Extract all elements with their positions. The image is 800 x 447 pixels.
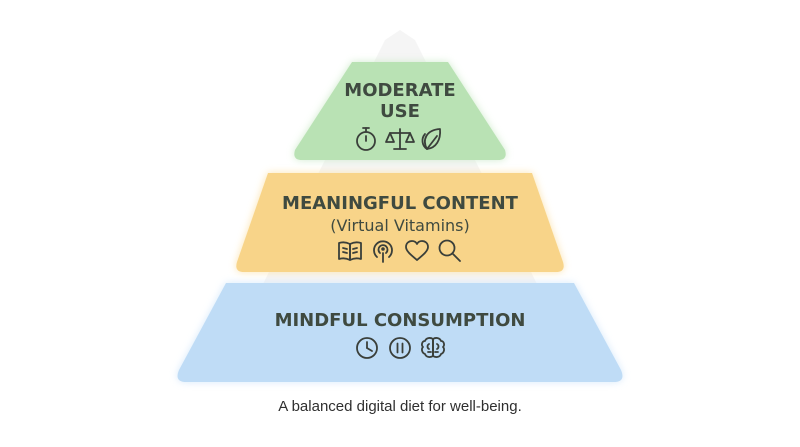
heart-icon (405, 240, 429, 261)
layer-moderate-use: MODERATE USE (294, 62, 506, 160)
layer-mindful-consumption-title: MINDFUL CONSUMPTION (275, 310, 526, 331)
layer-mindful-consumption: MINDFUL CONSUMPTION (177, 283, 623, 382)
diagram-caption: A balanced digital diet for well-being. (278, 398, 522, 415)
book-icon (338, 241, 362, 261)
podcast-icon (373, 240, 393, 263)
layer-meaningful-content-shape (236, 173, 564, 272)
search-icon (438, 239, 461, 262)
layer-meaningful-content-title: MEANINGFUL CONTENT (282, 193, 519, 214)
stopwatch-icon (356, 127, 376, 151)
balance-scale-icon (385, 128, 415, 150)
layer-moderate-use-shape (294, 62, 506, 160)
layer-meaningful-content: MEANINGFUL CONTENT (Virtual Vitamins) (236, 173, 564, 272)
layer-moderate-use-title-line2: USE (380, 101, 420, 122)
layer-mindful-consumption-shape (177, 283, 623, 382)
layer-moderate-use-title-line1: MODERATE (344, 80, 455, 101)
leaf-icon (421, 128, 441, 150)
brain-icon (421, 337, 445, 358)
pause-icon (389, 337, 411, 359)
clock-icon (356, 337, 378, 359)
layer-meaningful-content-subtitle: (Virtual Vitamins) (330, 216, 469, 235)
